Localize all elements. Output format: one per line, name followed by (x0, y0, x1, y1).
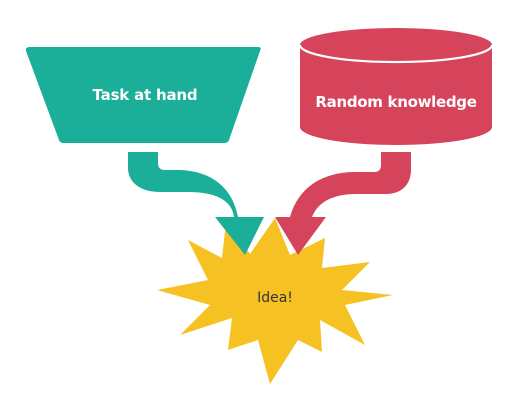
task-label: Task at hand (92, 86, 198, 104)
knowledge-to-idea-arrow (275, 152, 411, 255)
idea-starburst (157, 218, 393, 384)
task-trapezoid (25, 47, 261, 143)
idea-label: Idea! (257, 290, 293, 306)
knowledge-label: Random knowledge (315, 93, 477, 111)
task-to-idea-arrow (128, 152, 264, 255)
knowledge-cylinder (298, 28, 494, 145)
